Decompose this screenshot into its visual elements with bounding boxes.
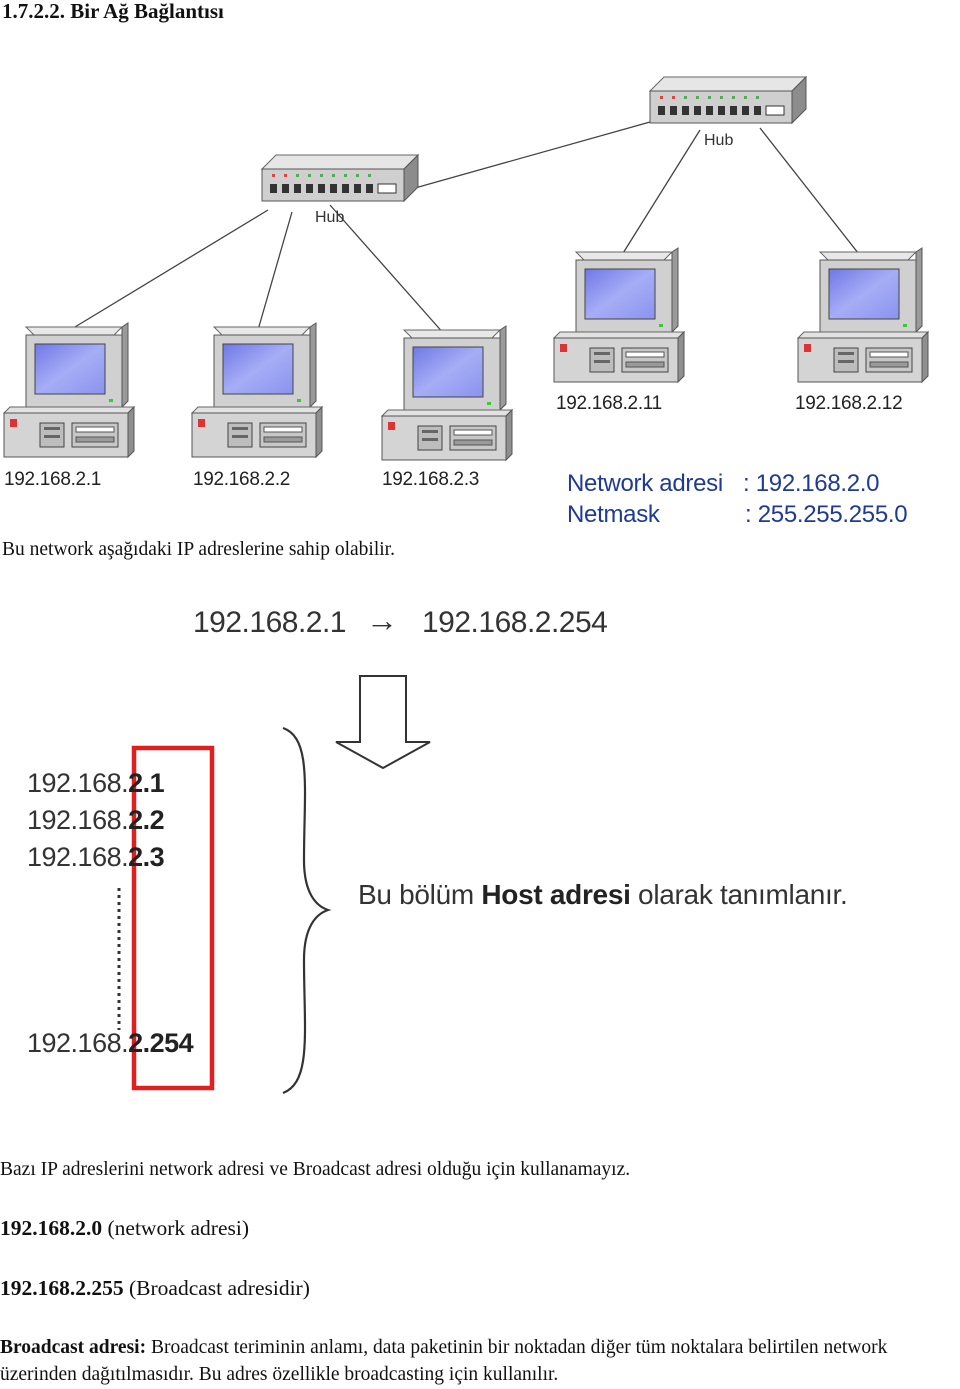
network-cables xyxy=(69,121,863,336)
range-start: 192.168.2.1 xyxy=(193,606,346,639)
host-highlight-box xyxy=(131,745,215,1091)
host-list-item: 192.168.2.3 xyxy=(27,842,165,872)
netmask-label: Netmask xyxy=(567,501,660,528)
network-address-line: 192.168.2.0 (network adresi) xyxy=(0,1216,249,1240)
computer-5-ip: 192.168.2.12 xyxy=(795,393,903,414)
network-address-value: : 192.168.2.0 xyxy=(743,470,880,497)
network-address-label: Network adresi xyxy=(567,470,723,497)
computer-1-ip: 192.168.2.1 xyxy=(4,469,102,490)
intro-paragraph: Bu network aşağıdaki IP adreslerine sahi… xyxy=(2,539,395,560)
hub-left-label: Hub xyxy=(315,209,345,226)
section-heading: 1.7.2.2. Bir Ağ Bağlantısı xyxy=(2,0,224,23)
range-arrow-icon: → xyxy=(366,602,398,638)
reserved-paragraph: Bazı IP adreslerini network adresi ve Br… xyxy=(0,1159,631,1180)
brace-icon xyxy=(282,726,332,1095)
network-diagram xyxy=(3,76,929,461)
hub-right-label: Hub xyxy=(704,132,734,149)
computer-4-ip: 192.168.2.11 xyxy=(556,393,662,414)
host-list-item: 192.168.2.2 xyxy=(27,805,165,835)
range-end: 192.168.2.254 xyxy=(422,606,608,639)
host-list-item: 192.168.2.1 xyxy=(27,768,165,798)
host-list-item: 192.168.2.254 xyxy=(27,1028,194,1058)
computer-3-ip: 192.168.2.3 xyxy=(382,469,480,490)
netmask-value: : 255.255.255.0 xyxy=(745,501,908,528)
computer-2-ip: 192.168.2.2 xyxy=(193,469,291,490)
host-caption: Bu bölüm Host adresi olarak tanımlanır. xyxy=(358,879,848,910)
down-arrow-icon xyxy=(335,675,431,770)
broadcast-address-line: 192.168.2.255 (Broadcast adresidir) xyxy=(0,1276,310,1300)
broadcast-definition: Broadcast adresi: Broadcast teriminin an… xyxy=(0,1337,888,1385)
